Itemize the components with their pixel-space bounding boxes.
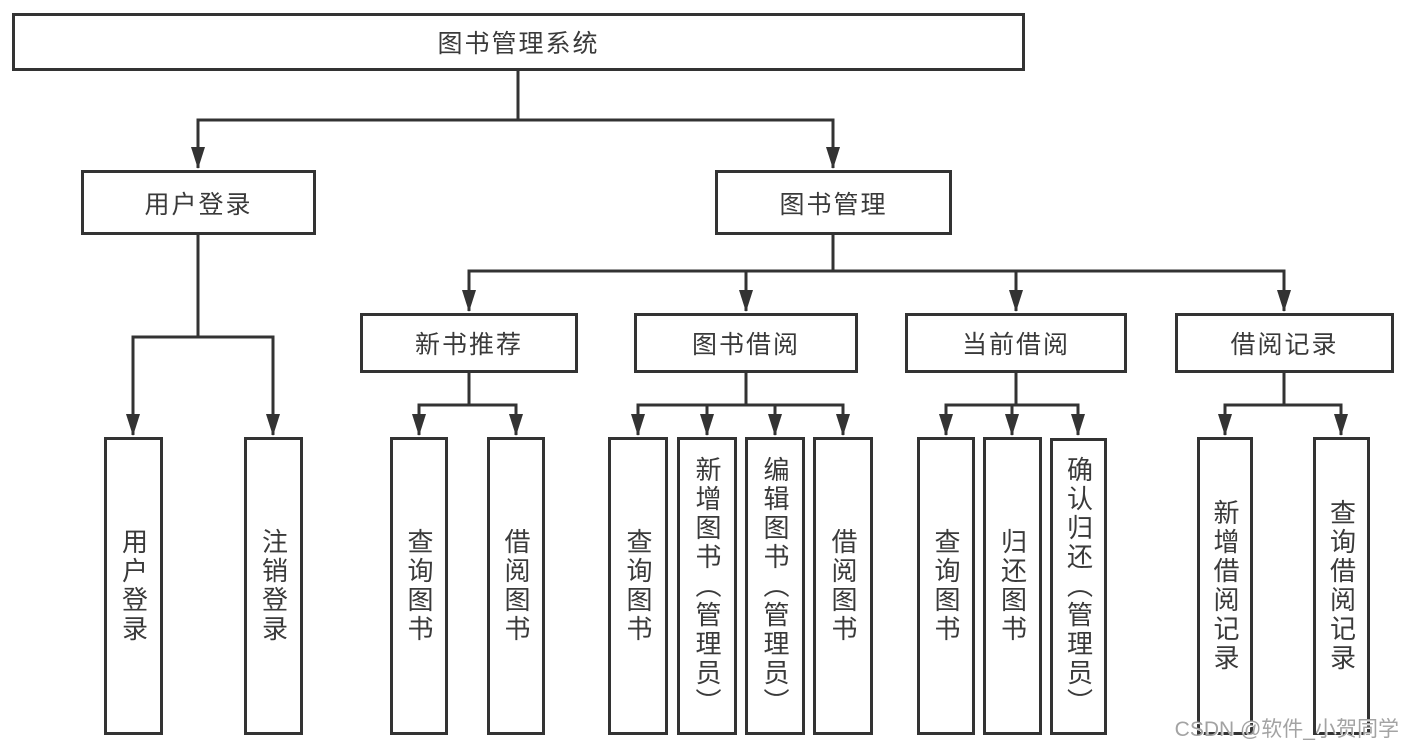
node-user-login: 用户登录: [81, 170, 316, 235]
node-new-book-recommend: 新书推荐: [360, 313, 578, 373]
leaf-cb-query-books: 查询图书: [917, 437, 975, 735]
node-library-system: 图书管理系统: [12, 13, 1025, 71]
leaf-logout: 注销登录: [244, 437, 303, 735]
leaf-cb-confirm-return-admin: 确认归还（管理员）: [1050, 438, 1107, 735]
node-book-management: 图书管理: [715, 170, 952, 235]
node-borrow-records: 借阅记录: [1175, 313, 1394, 373]
leaf-br-query-record: 查询借阅记录: [1313, 437, 1370, 735]
leaf-bb-edit-books-admin: 编辑图书（管理员）: [745, 437, 805, 735]
leaf-user-login: 用户登录: [104, 437, 163, 735]
leaf-nb-borrow-books: 借阅图书: [487, 437, 545, 735]
node-current-borrowing: 当前借阅: [905, 313, 1127, 373]
leaf-bb-borrow-books: 借阅图书: [813, 437, 873, 735]
leaf-cb-return-books: 归还图书: [983, 437, 1042, 735]
leaf-br-add-record: 新增借阅记录: [1197, 437, 1253, 735]
node-book-borrowing: 图书借阅: [634, 313, 858, 373]
leaf-bb-add-books-admin: 新增图书（管理员）: [677, 437, 737, 735]
leaf-nb-query-books: 查询图书: [390, 437, 448, 735]
leaf-bb-query-books: 查询图书: [608, 437, 668, 735]
watermark: CSDN @软件_小贺同学: [1174, 718, 1399, 741]
